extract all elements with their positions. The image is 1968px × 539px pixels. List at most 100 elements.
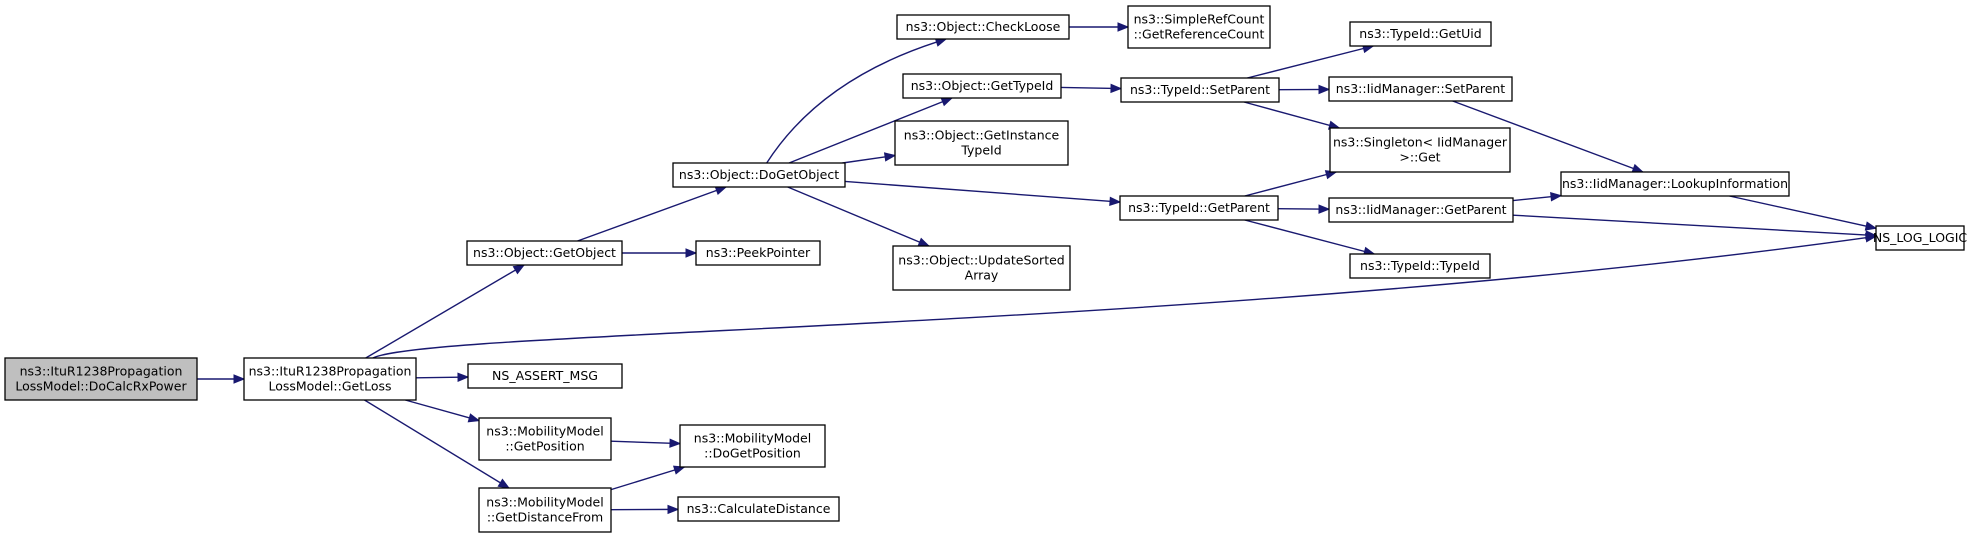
edge-getobject-to-dogetobject [577,186,727,242]
edge-dogetobject-to-typeid_getparent [844,180,1121,203]
node-getdistance[interactable]: ns3::MobilityModel::GetDistanceFrom [478,487,612,533]
node-singleton[interactable]: ns3::Singleton< IidManager >::Get [1329,127,1511,173]
nodes-layer: ns3::ItuR1238PropagationLossModel::DoCal… [4,5,1968,533]
node-box [1119,195,1279,221]
node-label-line: TypeId [960,143,1001,158]
node-label-line: LossModel::DoCalcRxPower [15,379,187,394]
node-box [896,14,1070,40]
node-box [1875,225,1965,251]
node-label-line: ns3::IidManager::LookupInformation [1562,176,1788,191]
arrowhead-dogetobject-to-updatesorted [917,237,931,247]
arrowhead-getdistance-to-dogetposition [672,465,686,475]
node-box [243,357,417,401]
node-box [695,240,821,266]
node-dogetobject[interactable]: ns3::Object::DoGetObject [672,162,846,188]
node-label-line: ns3::ItuR1238Propagation [20,364,183,379]
arrowhead-setparent-to-iid_setparent [1318,84,1331,95]
node-box [677,496,840,522]
node-box [466,240,623,266]
edge-setparent-to-singleton [1243,101,1340,129]
node-box [467,363,623,389]
node-lookup[interactable]: ns3::IidManager::LookupInformation [1560,171,1790,197]
edge-getposition-to-dogetposition [610,440,681,445]
node-label-line: ns3::Object::UpdateSorted [898,253,1064,268]
node-iid_setparent[interactable]: ns3::IidManager::SetParent [1328,76,1513,102]
node-label-line: ns3::ItuR1238Propagation [249,364,412,379]
arrowhead-getobject-to-dogetobject [714,186,728,196]
node-label-line: ns3::Object::GetInstance [904,128,1060,143]
node-label-line: ns3::CalculateDistance [687,501,831,516]
arrowhead-gettypeid-to-setparent [1110,83,1123,94]
node-label-line: NS_LOG_LOGIC [1873,230,1968,245]
node-peekpointer[interactable]: ns3::PeekPointer [695,240,821,266]
edge-dogetobject-to-updatesorted [787,186,930,247]
node-label-line: ns3::TypeId::SetParent [1130,82,1270,97]
node-checkloose[interactable]: ns3::Object::CheckLoose [896,14,1070,40]
arrowhead-getdistance-to-calcdistance [667,504,680,515]
node-label-line: ns3::MobilityModel [486,495,603,510]
node-typeid_ctor[interactable]: ns3::TypeId::TypeId [1349,253,1491,279]
node-label-line: ::GetDistanceFrom [487,510,603,525]
node-label-line: NS_ASSERT_MSG [492,368,598,383]
node-label-line: ::DoGetPosition [704,446,801,461]
node-box [1349,253,1491,279]
node-gettypeid[interactable]: ns3::Object::GetTypeId [902,73,1062,99]
node-iid_getparent[interactable]: ns3::IidManager::GetParent [1328,197,1514,223]
node-box [1560,171,1790,197]
edge-getloss-to-getobject [365,264,525,359]
arrowhead-dogetobject-to-typeid_getparent [1109,196,1122,207]
node-nslog[interactable]: NS_LOG_LOGIC [1873,225,1968,251]
edge-getloss-to-nslog [372,237,1867,359]
node-label-line: ns3::SimpleRefCount [1134,12,1265,27]
node-box [1328,76,1513,102]
node-getrefcount[interactable]: ns3::SimpleRefCount::GetReferenceCount [1127,5,1271,49]
node-getloss[interactable]: ns3::ItuR1238PropagationLossModel::GetLo… [243,357,417,401]
node-dogetposition[interactable]: ns3::MobilityModel::DoGetPosition [679,424,826,468]
arrowhead-getloss-to-getdistance [497,478,511,489]
edge-iid_setparent-to-lookup [1452,100,1644,173]
node-box [894,120,1069,166]
edge-getloss-to-getdistance [364,399,510,489]
node-label-line: LossModel::GetLoss [268,379,391,394]
node-label-line: ns3::IidManager::GetParent [1335,202,1506,217]
node-calcdistance[interactable]: ns3::CalculateDistance [677,496,840,522]
node-label-line: ns3::Object::GetTypeId [911,78,1054,93]
node-root: ns3::ItuR1238PropagationLossModel::DoCal… [4,357,198,401]
node-label-line: ns3::Object::GetObject [473,245,616,260]
node-getobject[interactable]: ns3::Object::GetObject [466,240,623,266]
arrowhead-iid_getparent-to-nslog [1865,230,1878,240]
node-box [478,417,612,461]
arrowhead-lookup-to-nslog [1864,221,1878,231]
arrowhead-getloss-to-getposition [467,413,481,423]
node-setparent[interactable]: ns3::TypeId::SetParent [1120,77,1280,103]
node-box [672,162,846,188]
node-label-line: ::GetPosition [505,439,584,454]
edge-lookup-to-nslog [1729,195,1877,229]
edge-dogetobject-to-gettypeid [788,97,953,164]
node-label-line: ns3::TypeId::GetUid [1359,26,1481,41]
edge-typeid_getparent-to-singleton [1244,171,1337,197]
node-getuid[interactable]: ns3::TypeId::GetUid [1349,21,1492,47]
node-box [1349,21,1492,47]
edge-typeid_getparent-to-typeid_ctor [1244,219,1375,255]
node-label-line: >::Get [1399,150,1440,165]
arrowhead-iid_getparent-to-lookup [1550,192,1563,202]
node-label-line: ns3::PeekPointer [706,245,811,260]
node-label-line: ns3::TypeId::GetParent [1128,200,1270,215]
node-label-line: ns3::Object::DoGetObject [679,167,839,182]
node-box [679,424,826,468]
node-typeid_getparent[interactable]: ns3::TypeId::GetParent [1119,195,1279,221]
node-getposition[interactable]: ns3::MobilityModel::GetPosition [478,417,612,461]
node-assert[interactable]: NS_ASSERT_MSG [467,363,623,389]
node-box [1328,197,1514,223]
node-box [1127,5,1271,49]
node-label-line: ns3::Singleton< IidManager [1333,135,1508,150]
edge-dogetobject-to-checkloose [766,41,937,164]
edge-iid_getparent-to-nslog [1512,214,1877,237]
arrowhead-iid_setparent-to-lookup [1631,163,1645,173]
node-box [478,487,612,533]
arrowhead-getobject-to-peekpointer [685,248,698,258]
node-box [902,73,1062,99]
